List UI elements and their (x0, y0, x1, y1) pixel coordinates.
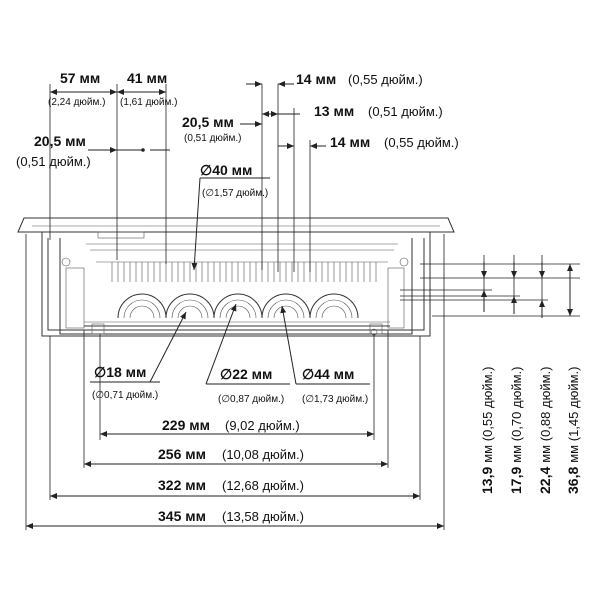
width-229-label: 229 мм (162, 417, 210, 433)
width-extension-lines (25, 234, 445, 530)
svg-text:36,8мм (1,45 дюйм.): 36,8 мм (1,45 дюйм.) (565, 367, 581, 494)
height-extension-lines (400, 255, 580, 317)
dia-40-inch: (∅1,57 дюйм.) (202, 188, 268, 199)
height-17-9-value: 17,9 (508, 467, 524, 494)
svg-text:22,4мм (0,88 дюйм.): 22,4 мм (0,88 дюйм.) (537, 367, 553, 494)
dia-40-label: ∅40 мм (200, 162, 252, 178)
height-22-4-unit: мм (0,88 дюйм.) (538, 367, 553, 463)
width-322-inch: (12,68 дюйм.) (222, 478, 304, 493)
height-13-9-unit: мм (0,55 дюйм.) (480, 367, 495, 463)
dia-22-label: ∅22 мм (220, 366, 272, 382)
width-322-label: 322 мм (158, 477, 206, 493)
dim-57-inch: (2,24 дюйм.) (48, 97, 105, 108)
width-345-label: 345 мм (158, 508, 206, 524)
dim-13-label: 13 мм (314, 103, 354, 119)
dim-14-b-inch: (0,55 дюйм.) (384, 135, 459, 150)
dia-22-inch: (∅0,87 дюйм.) (218, 394, 284, 405)
height-22-4: 22,4 мм (0,88 дюйм.) (537, 367, 553, 494)
height-17-9: 17,9 мм (0,70 дюйм.) (508, 367, 524, 494)
device-body (17, 217, 455, 337)
svg-text:17,9мм (0,70 дюйм.): 17,9 мм (0,70 дюйм.) (508, 367, 524, 494)
dim-14-a-inch: (0,55 дюйм.) (348, 72, 423, 87)
cable-holes (117, 293, 359, 319)
dia-18-inch: (∅0,71 дюйм.) (92, 390, 158, 401)
svg-text:13,9мм (0,55 дюйм.): 13,9 мм (0,55 дюйм.) (479, 367, 495, 494)
width-256-inch: (10,08 дюйм.) (222, 447, 304, 462)
dim-14-a-label: 14 мм (296, 71, 336, 87)
height-36-8-unit: мм (1,45 дюйм.) (566, 367, 581, 463)
height-13-9-value: 13,9 (479, 467, 495, 494)
dim-20-5-mid-label: 20,5 мм (182, 114, 234, 130)
height-36-8-value: 36,8 (565, 467, 581, 494)
dim-41-label: 41 мм (127, 70, 167, 86)
dia-44-label: ∅44 мм (302, 366, 354, 382)
width-256-label: 256 мм (158, 446, 206, 462)
dim-41-inch: (1,61 дюйм.) (120, 97, 177, 108)
dim-20-5-mid-inch: (0,51 дюйм.) (184, 133, 241, 144)
brush-fibers (111, 262, 377, 282)
height-22-4-value: 22,4 (537, 467, 553, 494)
hinge-detail (97, 231, 145, 239)
dim-20-5-left-label: 20,5 мм (34, 133, 86, 149)
outer-housing (41, 232, 431, 337)
top-flange (17, 217, 455, 233)
width-345-inch: (13,58 дюйм.) (222, 509, 304, 524)
height-17-9-unit: мм (0,70 дюйм.) (509, 367, 524, 463)
height-13-9: 13,9 мм (0,55 дюйм.) (479, 367, 495, 494)
dia-44-inch: (∅1,73 дюйм.) (302, 394, 368, 405)
dim-20-5-left-inch: (0,51 дюйм.) (16, 154, 91, 169)
dim-14-b-label: 14 мм (330, 134, 370, 150)
dia-18-label: ∅18 мм (94, 364, 146, 380)
dim-57-label: 57 мм (60, 70, 100, 86)
height-36-8: 36,8 мм (1,45 дюйм.) (565, 367, 581, 494)
width-229-inch: (9,02 дюйм.) (225, 418, 300, 433)
dim-13-inch: (0,51 дюйм.) (368, 104, 443, 119)
